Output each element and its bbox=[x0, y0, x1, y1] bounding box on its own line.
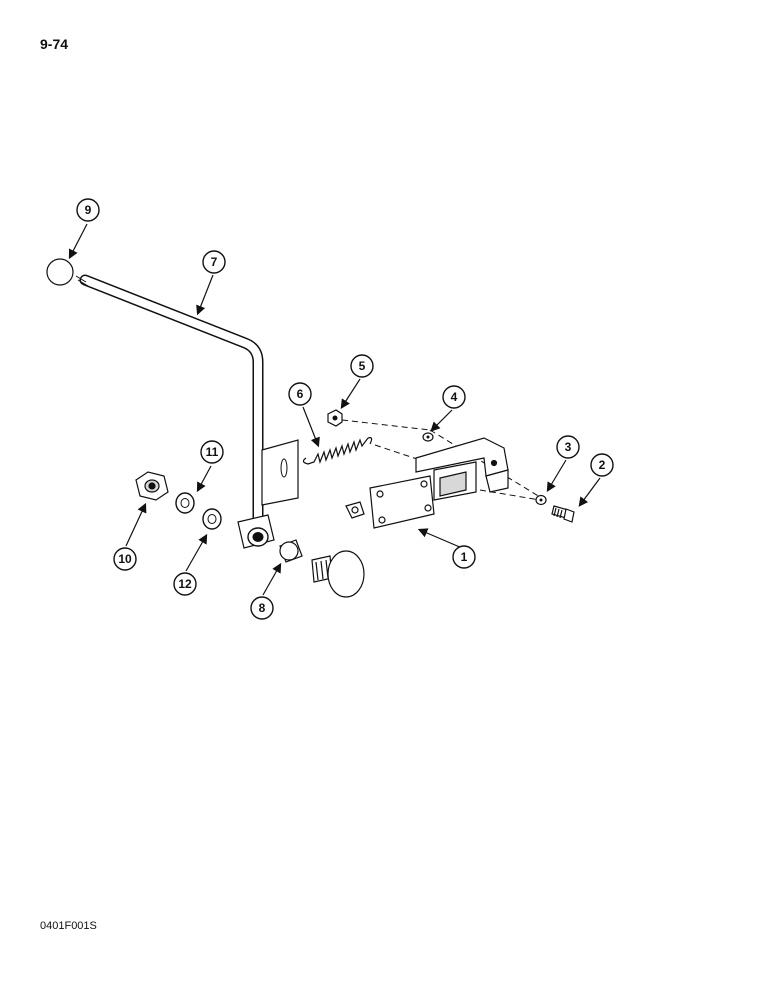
small-nut-part bbox=[327, 409, 343, 427]
flat-washer-part bbox=[175, 492, 195, 514]
callout-9: 9 bbox=[76, 198, 100, 222]
svg-text:6: 6 bbox=[297, 387, 304, 401]
bracket-assembly-part bbox=[345, 437, 509, 529]
callout-6: 6 bbox=[288, 382, 312, 406]
svg-text:11: 11 bbox=[206, 445, 219, 459]
svg-text:1: 1 bbox=[461, 550, 468, 564]
callout-3: 3 bbox=[556, 435, 580, 459]
callout-2: 2 bbox=[590, 453, 614, 477]
hex-nut-part bbox=[135, 471, 169, 501]
callout-1: 1 bbox=[452, 545, 476, 569]
spring-part bbox=[302, 437, 373, 465]
washer-small-part bbox=[422, 432, 434, 442]
svg-text:10: 10 bbox=[118, 552, 132, 566]
callout-12: 12 bbox=[173, 572, 197, 596]
callout-4: 4 bbox=[442, 385, 466, 409]
callout-11: 11 bbox=[200, 440, 224, 464]
cap-screw-part bbox=[551, 505, 575, 523]
figure-code: 0401F001S bbox=[40, 920, 97, 932]
svg-text:4: 4 bbox=[451, 390, 458, 404]
svg-text:3: 3 bbox=[565, 440, 572, 454]
svg-text:8: 8 bbox=[259, 601, 266, 615]
svg-text:9: 9 bbox=[85, 203, 92, 217]
callout-10: 10 bbox=[113, 547, 137, 571]
svg-text:7: 7 bbox=[211, 255, 218, 269]
flat-washer-second-part bbox=[202, 508, 222, 530]
svg-text:2: 2 bbox=[599, 458, 606, 472]
callout-7: 7 bbox=[202, 250, 226, 274]
knob-ball-part bbox=[46, 258, 74, 286]
lever-rod-part bbox=[75, 274, 299, 549]
svg-text:5: 5 bbox=[359, 359, 366, 373]
callout-leaders bbox=[68, 223, 601, 596]
svg-text:12: 12 bbox=[178, 577, 192, 591]
pivot-bolt-part bbox=[279, 539, 365, 598]
page-number: 9-74 bbox=[40, 36, 69, 52]
lock-washer-part bbox=[535, 494, 547, 506]
callout-8: 8 bbox=[250, 596, 274, 620]
callout-5: 5 bbox=[350, 354, 374, 378]
